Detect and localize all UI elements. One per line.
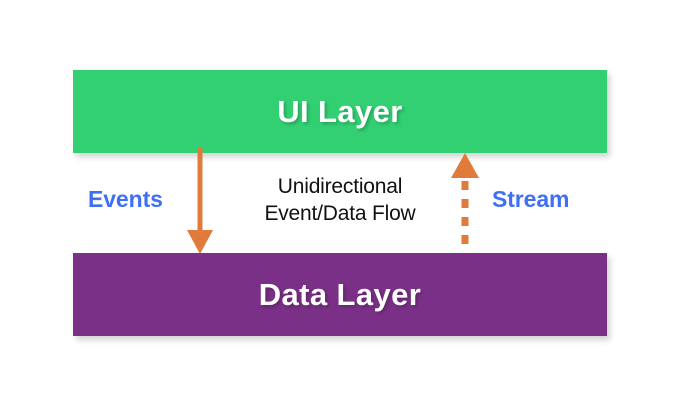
stream-arrow-icon <box>451 153 479 255</box>
ui-layer-label: UI Layer <box>277 93 403 129</box>
data-layer-box: Data Layer <box>73 253 607 336</box>
ui-layer-box: UI Layer <box>73 70 607 153</box>
events-flow-label: Events <box>88 186 163 212</box>
data-layer-label: Data Layer <box>258 276 422 312</box>
stream-flow-label: Stream <box>492 186 570 212</box>
events-arrow-icon <box>187 148 213 254</box>
